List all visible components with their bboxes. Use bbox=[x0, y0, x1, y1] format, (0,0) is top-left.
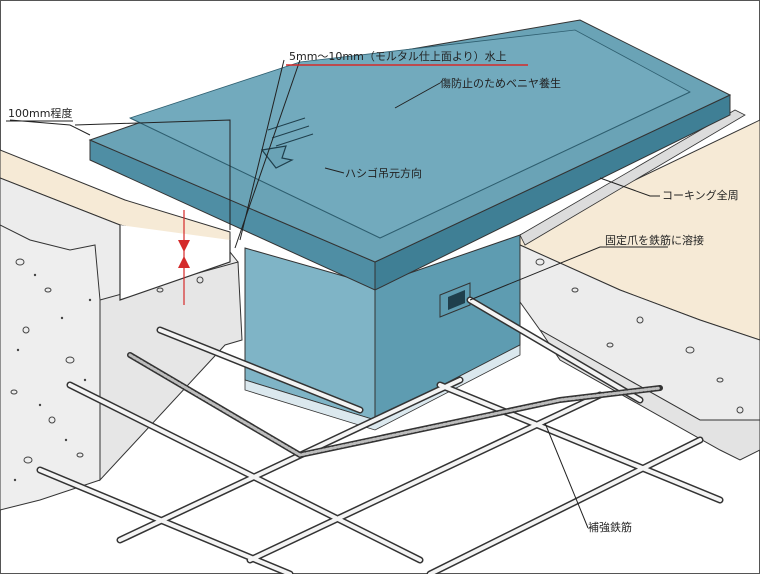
ladder-marks bbox=[267, 117, 314, 147]
recess-left bbox=[119, 225, 231, 301]
plywood-edge bbox=[129, 91, 691, 239]
arrow-down-left-icon bbox=[260, 145, 294, 169]
leader-lines bbox=[9, 59, 668, 529]
slab-left-cut bbox=[99, 261, 243, 482]
label-depth: 100mm程度 bbox=[8, 106, 72, 120]
aggregate-right bbox=[535, 258, 744, 414]
label-clearance: 5mm～10mm（モルタル仕上面より）水上 bbox=[289, 50, 507, 63]
slab-left-front bbox=[0, 224, 101, 511]
label-caulking: コーキング全周 bbox=[662, 188, 739, 202]
label-protection: 傷防止のためベニヤ養生 bbox=[440, 76, 561, 90]
label-reinforcement: 補強鉄筋 bbox=[588, 520, 632, 534]
aggregate-dots-left bbox=[13, 273, 92, 482]
depth-arrow-up bbox=[178, 256, 190, 268]
slab-right-top bbox=[514, 244, 760, 421]
claw-slot bbox=[448, 290, 465, 310]
slab-right-front bbox=[539, 329, 760, 461]
rebar-mesh bbox=[38, 298, 722, 574]
depth-arrow-down bbox=[178, 240, 190, 252]
label-ladder-direction: ハシゴ吊元方向 bbox=[345, 166, 422, 180]
aggregate-left bbox=[10, 258, 204, 464]
reinforcement-bar bbox=[128, 353, 662, 457]
caulking-strip bbox=[519, 109, 746, 246]
label-claw: 固定爪を鉄筋に溶接 bbox=[605, 233, 704, 247]
